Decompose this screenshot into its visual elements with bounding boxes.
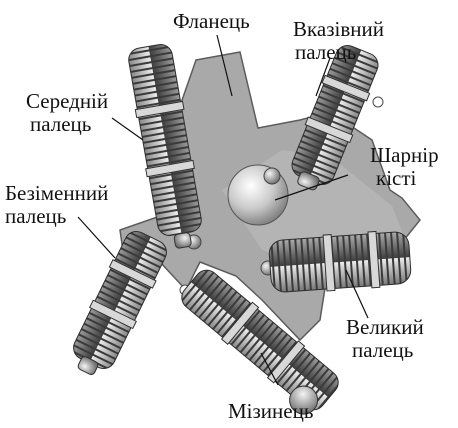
middle-finger-leader (112, 118, 143, 140)
index-finger-label-line1: Вказівний (293, 18, 384, 41)
ring-finger-model (63, 227, 172, 383)
flange-label: Фланець (173, 10, 250, 33)
wrist-joint-sphere (228, 165, 288, 225)
thumb-label-line2: палець (346, 339, 424, 362)
little-finger-label: Мізинець (228, 400, 313, 423)
ring-finger-label-line1: Безіменний (5, 182, 108, 205)
ring-finger-label: Безіменний палець (5, 182, 108, 228)
middle-finger-label-line2: палець (26, 113, 108, 136)
thumb-label-line1: Великий (346, 316, 424, 339)
thumb-label: Великий палець (346, 316, 424, 362)
index-finger-label-line2: палець (293, 41, 384, 64)
thumb-model (268, 229, 412, 295)
wrist-joint-label-line2: кісті (370, 167, 439, 190)
wrist-joint-label-line1: Шарнір (370, 144, 439, 167)
index-finger-label: Вказівний палець (293, 18, 384, 64)
ring-finger-label-line2: палець (5, 205, 108, 228)
middle-finger-label: Середній палець (26, 90, 108, 136)
wrist-joint-label: Шарнір кісті (370, 144, 439, 190)
middle-finger-label-line1: Середній (26, 90, 108, 113)
